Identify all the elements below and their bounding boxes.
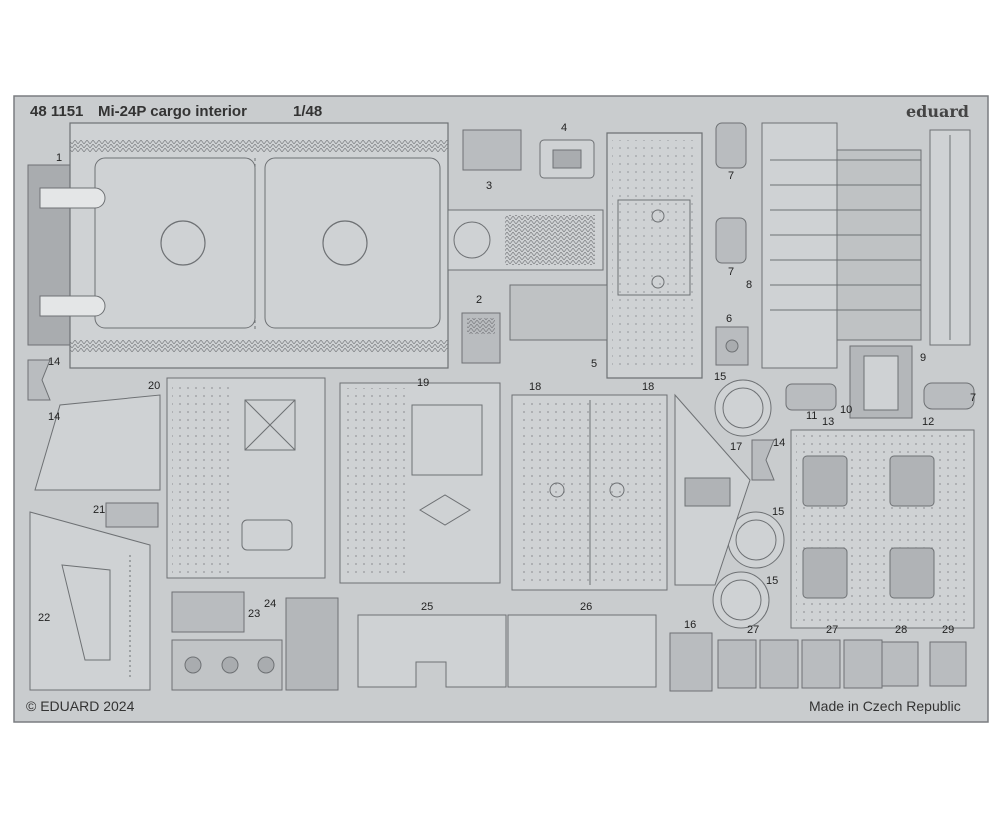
part-number: 16 xyxy=(684,619,697,631)
part-23 xyxy=(171,591,245,633)
part-number: 15 xyxy=(772,506,785,518)
part-number: 9 xyxy=(920,352,927,364)
part-15-group xyxy=(712,379,785,629)
part-18 xyxy=(511,394,668,591)
part-3 xyxy=(462,129,522,171)
part-number: 14 xyxy=(48,356,61,368)
part-number: 21 xyxy=(93,504,106,516)
part-number: 1 xyxy=(56,152,63,164)
part-number: 25 xyxy=(421,601,434,613)
part-number: 18 xyxy=(529,381,542,393)
part-27-group xyxy=(717,639,883,689)
part-number: 29 xyxy=(942,624,955,636)
part-10 xyxy=(849,345,913,419)
part-number: 14 xyxy=(48,411,61,423)
part-number: 5 xyxy=(591,358,598,370)
part-29 xyxy=(929,641,967,687)
part-17 xyxy=(674,393,751,586)
part-7-group xyxy=(715,122,975,410)
part-number: 7 xyxy=(728,266,735,278)
part-number: 20 xyxy=(148,380,161,392)
part-9 xyxy=(929,129,971,346)
part-22 xyxy=(29,511,151,691)
part-4 xyxy=(539,139,595,179)
origin-text: Made in Czech Republic xyxy=(809,698,961,714)
part-6 xyxy=(715,326,749,366)
part-number: 23 xyxy=(248,608,261,620)
part-number: 12 xyxy=(922,416,935,428)
part-21 xyxy=(105,502,159,528)
part-11 xyxy=(785,383,837,411)
sheet-title-scale: 1/48 xyxy=(293,103,323,120)
part-number: 8 xyxy=(746,279,753,291)
part-number: 27 xyxy=(826,624,839,636)
part-19 xyxy=(339,382,501,584)
part-number: 10 xyxy=(840,404,853,416)
part-number: 4 xyxy=(561,122,568,134)
part-number: 26 xyxy=(580,601,593,613)
sheet-title-code: 48 1151 xyxy=(30,103,84,120)
sheet-title-name: Mi-24P cargo interior xyxy=(98,103,247,120)
part-number: 13 xyxy=(822,416,835,428)
part-8 xyxy=(761,122,922,369)
part-25 xyxy=(357,614,507,688)
part-number: 6 xyxy=(726,313,733,325)
part-24 xyxy=(171,597,339,691)
part-number: 2 xyxy=(476,294,483,306)
part-number: 19 xyxy=(417,377,430,389)
part-number: 7 xyxy=(728,170,735,182)
part-number: 18 xyxy=(642,381,655,393)
part-number: 15 xyxy=(766,575,779,587)
part-2 xyxy=(461,312,501,364)
part-14-group xyxy=(27,359,775,481)
part-number: 17 xyxy=(730,441,743,453)
part-number: 7 xyxy=(970,392,977,404)
part-28 xyxy=(881,641,919,687)
copyright-text: © EDUARD 2024 xyxy=(26,698,135,714)
part-number: 24 xyxy=(264,598,277,610)
part-1-floor xyxy=(27,122,604,369)
part-16 xyxy=(669,632,713,692)
part-number: 27 xyxy=(747,624,760,636)
part-20 xyxy=(34,377,326,579)
part-number: 3 xyxy=(486,180,493,192)
part-number: 28 xyxy=(895,624,908,636)
part-26 xyxy=(507,614,657,688)
part-13 xyxy=(790,429,975,629)
part-number: 15 xyxy=(714,371,727,383)
brand-logo: eduard xyxy=(906,102,969,121)
part-5 xyxy=(509,132,703,379)
part-number: 11 xyxy=(806,410,818,422)
part-number: 14 xyxy=(773,437,786,449)
part-number: 22 xyxy=(38,612,51,624)
